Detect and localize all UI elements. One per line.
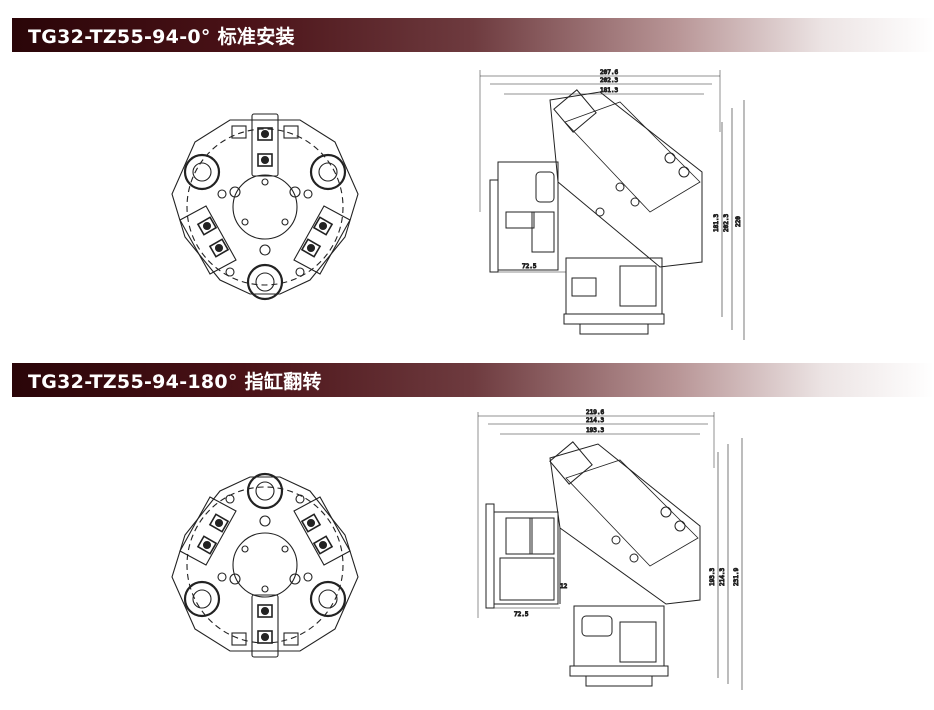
- dim-width-2: 202.3: [600, 77, 618, 84]
- dim-width-3: 181.3: [600, 87, 618, 94]
- front-view-drawing: [160, 102, 370, 307]
- section-title: TG32-TZ55-94-0° 标准安装: [28, 25, 295, 48]
- dim-extra: 12: [560, 583, 568, 590]
- dim-base: 72.5: [514, 611, 529, 618]
- dim-height-2: 214.3: [719, 568, 726, 586]
- section-title: TG32-TZ55-94-180° 指缸翻转: [28, 370, 322, 393]
- dim-height-1: 193.3: [709, 568, 716, 586]
- dim-height-3: 231.9: [733, 568, 740, 586]
- dim-width-3: 193.3: [586, 427, 604, 434]
- dim-height-3: 220: [735, 216, 742, 227]
- section-banner: TG32-TZ55-94-180° 指缸翻转: [12, 363, 934, 397]
- side-view-drawing: 207.6 202.3 181.3 181.3 202.3 220 72.5: [470, 62, 750, 344]
- side-view-drawing: 219.6 214.3 193.3 193.3 214.3 231.9 12 7…: [470, 408, 750, 690]
- dim-height-2: 202.3: [723, 214, 730, 232]
- dim-width-2: 214.3: [586, 417, 604, 424]
- dim-height-1: 181.3: [713, 214, 720, 232]
- dim-width-1: 207.6: [600, 69, 618, 76]
- front-view-drawing: [160, 465, 370, 670]
- section-banner: TG32-TZ55-94-0° 标准安装: [12, 18, 934, 52]
- dim-base: 72.5: [522, 263, 537, 270]
- dim-width-1: 219.6: [586, 409, 604, 416]
